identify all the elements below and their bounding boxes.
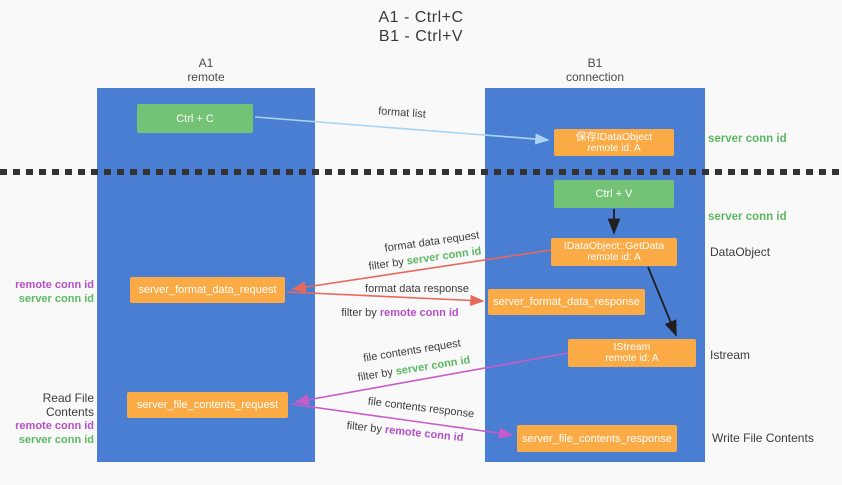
server-format-data-request-box: server_format_data_request xyxy=(130,277,285,303)
filter-by-text: filter by xyxy=(341,307,377,319)
title-line-2: B1 - Ctrl+V xyxy=(378,28,464,45)
lane-a1-name: A1 xyxy=(198,56,214,70)
format-data-request-arrow xyxy=(291,249,552,293)
server-file-contents-request-label: server_file_contents_request xyxy=(136,399,279,411)
title-line-1: A1 - Ctrl+C xyxy=(378,9,464,26)
getdata-line1: IDataObject::GetData xyxy=(563,240,665,252)
remote-conn-id-text: remote conn id xyxy=(379,307,459,319)
server-conn-id-label-mid: server conn id xyxy=(708,211,787,223)
file-request-conn-ids: Read File Contents remote conn id server… xyxy=(0,391,94,447)
format-data-response-label: format data response xyxy=(365,283,469,295)
server-file-contents-response-label: server_file_contents_response xyxy=(522,432,672,445)
getdata-to-istream-arrow xyxy=(647,266,677,337)
session-divider-dotted-line xyxy=(0,169,842,175)
lane-a1-subtitle: remote xyxy=(187,70,225,84)
format-data-response-arrow xyxy=(286,291,485,307)
istream-line2: remote id: A xyxy=(605,353,659,364)
diagram-title: A1 - Ctrl+C B1 - Ctrl+V xyxy=(0,8,842,46)
getdata-line2: remote id: A xyxy=(587,252,641,263)
save-dataobject-line2: remote id: A xyxy=(587,142,641,154)
ctrl-c-label: Ctrl + C xyxy=(176,112,214,125)
server-conn-id-label: server conn id xyxy=(18,293,94,305)
getdata-box: IDataObject::GetData remote id: A xyxy=(551,238,677,266)
istream-line1: IStream xyxy=(613,341,651,353)
remote-conn-id-label: remote conn id xyxy=(15,279,94,291)
istream-side-label: Istream xyxy=(710,348,751,362)
server-format-data-response-label: server_format_data_response xyxy=(493,296,640,308)
server-file-contents-response-box: server_file_contents_response xyxy=(517,425,677,452)
format-list-arrow xyxy=(254,116,550,145)
remote-conn-id-label: remote conn id xyxy=(15,420,94,432)
ctrl-v-box: Ctrl + V xyxy=(554,180,674,208)
save-dataobject-line1: 保存IDataObject xyxy=(575,130,653,143)
server-conn-id-label-top: server conn id xyxy=(708,133,787,145)
lane-b1-name: B1 xyxy=(587,56,603,70)
write-file-contents-label: Write File Contents xyxy=(712,431,814,445)
read-file-contents-label: Read File Contents xyxy=(42,391,94,419)
dataobject-label: DataObject xyxy=(710,245,771,259)
format-request-conn-ids: remote conn id server conn id xyxy=(0,278,94,306)
server-format-data-request-label: server_format_data_request xyxy=(138,284,277,296)
lane-header-b1: B1 connection xyxy=(485,56,705,84)
lane-b1-subtitle: connection xyxy=(565,70,625,84)
ctrl-c-box: Ctrl + C xyxy=(137,104,253,133)
lane-header-a1: A1 remote xyxy=(97,56,315,84)
server-file-contents-request-box: server_file_contents_request xyxy=(127,392,288,418)
server-format-data-response-box: server_format_data_response xyxy=(488,289,645,315)
ctrl-v-label: Ctrl + V xyxy=(595,188,633,200)
file-contents-request-arrow xyxy=(294,352,569,406)
istream-box: IStream remote id: A xyxy=(568,339,696,367)
server-conn-id-label: server conn id xyxy=(18,434,94,446)
file-contents-response-arrow xyxy=(290,403,514,439)
save-dataobject-box: 保存IDataObject remote id: A xyxy=(554,129,674,156)
